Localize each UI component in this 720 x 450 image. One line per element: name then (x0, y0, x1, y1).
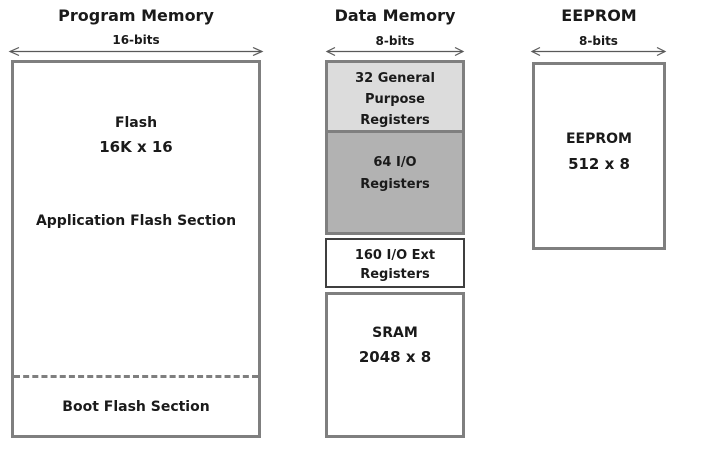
eeprom-size-label: 512 x 8 (568, 155, 630, 173)
boot-flash-section-label: Boot Flash Section (62, 399, 210, 415)
io-line2: Registers (360, 177, 430, 192)
flash-label: Flash (114, 115, 158, 131)
program-memory-title: Program Memory (58, 6, 214, 25)
sram-label: SRAM (372, 325, 418, 341)
program-memory-box: Flash 16K x 16 Application Flash Section… (11, 60, 261, 438)
io-line1: 64 I/O (373, 155, 417, 170)
program-memory-width-label: 16-bits (112, 33, 160, 47)
eeprom-box: EEPROM 512 x 8 (532, 62, 666, 250)
gpr-line3: Registers (360, 113, 430, 128)
gpr-line1: 32 General (355, 71, 435, 86)
gpr-line2: Purpose (365, 92, 425, 107)
eeprom-width-arrow-icon (530, 46, 667, 57)
ioext-line1: 160 I/O Ext (354, 248, 436, 263)
io-registers-box: 64 I/O Registers (325, 130, 465, 235)
general-purpose-registers-box: 32 General Purpose Registers (325, 60, 465, 133)
sram-size-label: 2048 x 8 (358, 348, 432, 366)
eeprom-label: EEPROM (565, 131, 632, 147)
eeprom-title: EEPROM (561, 6, 637, 25)
eeprom-width-label: 8-bits (579, 34, 618, 48)
data-memory-width-label: 8-bits (375, 34, 415, 48)
program-memory-width-arrow-icon (8, 46, 264, 57)
data-memory-width-arrow-icon (325, 46, 465, 57)
io-ext-registers-box: 160 I/O Ext Registers (325, 238, 465, 288)
sram-box: SRAM 2048 x 8 (325, 292, 465, 438)
data-memory-title: Data Memory (334, 6, 456, 25)
boot-section-divider (14, 375, 258, 378)
flash-size-label: 16K x 16 (99, 138, 173, 156)
ioext-line2: Registers (360, 267, 430, 282)
application-flash-section-label: Application Flash Section (35, 213, 237, 229)
